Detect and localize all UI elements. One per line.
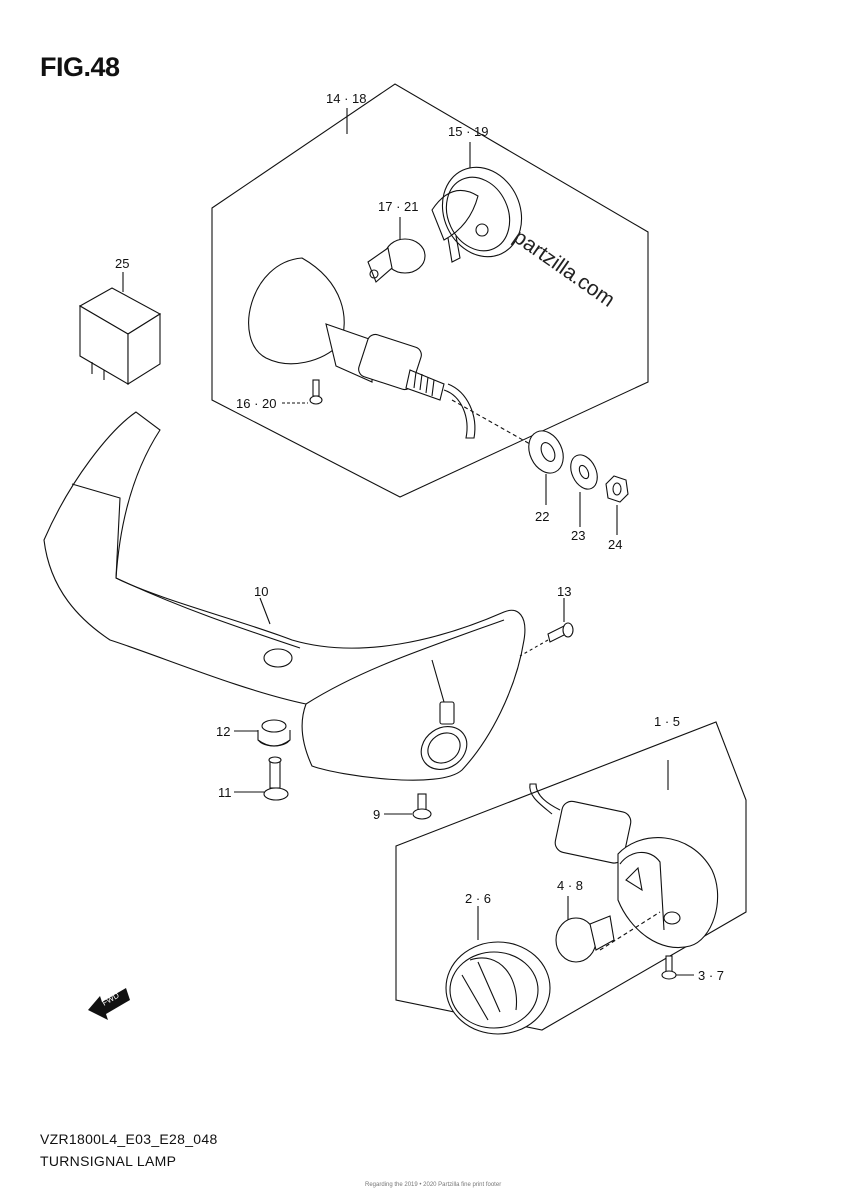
fine-print: Regarding the 2019 • 2020 Partzilla fine… — [365, 1182, 502, 1188]
callout-3-7: 3 · 7 — [698, 968, 724, 983]
figure-title: FIG.48 — [40, 52, 120, 82]
callout-17-21: 17 · 21 — [378, 199, 418, 214]
upper-bulb — [367, 238, 426, 283]
grommet-22 — [528, 430, 564, 474]
callout-9: 9 — [373, 807, 380, 822]
callout-22: 22 — [535, 509, 549, 524]
nut-24 — [605, 475, 629, 503]
upper-screw — [282, 379, 323, 405]
lower-lamp-group-outline — [395, 721, 747, 1031]
callout-16-20: 16 · 20 — [236, 396, 276, 411]
lower-lamp-body — [529, 760, 719, 948]
bolt-11 — [234, 756, 289, 801]
lower-lens — [445, 906, 661, 1035]
lower-screw — [661, 955, 694, 980]
callout-23: 23 — [571, 528, 585, 543]
grommet-12 — [234, 719, 291, 747]
mount-bracket — [43, 411, 526, 781]
upper-lamp-body — [248, 257, 476, 439]
upper-lamp-group-outline — [211, 83, 649, 498]
watermark-text: partzilla.com — [509, 225, 619, 311]
washer-23 — [570, 454, 598, 490]
callout-4-8: 4 · 8 — [557, 878, 583, 893]
screw-9 — [384, 793, 432, 820]
forward-arrow-icon: FWD — [88, 988, 130, 1020]
callout-14-18: 14 · 18 — [326, 91, 366, 106]
figure-name: TURNSIGNAL LAMP — [40, 1153, 177, 1169]
callout-11: 11 — [218, 785, 232, 800]
callout-12: 12 — [216, 724, 230, 739]
callout-10: 10 — [254, 584, 268, 599]
upper-lens-housing — [431, 166, 523, 263]
callout-13: 13 — [557, 584, 571, 599]
callout-25: 25 — [115, 256, 129, 271]
callout-2-6: 2 · 6 — [465, 891, 491, 906]
screw-13 — [519, 598, 574, 657]
model-code: VZR1800L4_E03_E28_048 — [40, 1131, 218, 1147]
relay-box — [78, 272, 162, 385]
callout-1-5: 1 · 5 — [654, 714, 680, 729]
callout-15-19: 15 · 19 — [448, 124, 488, 139]
lower-bulb — [555, 896, 615, 963]
callout-24: 24 — [608, 537, 622, 552]
